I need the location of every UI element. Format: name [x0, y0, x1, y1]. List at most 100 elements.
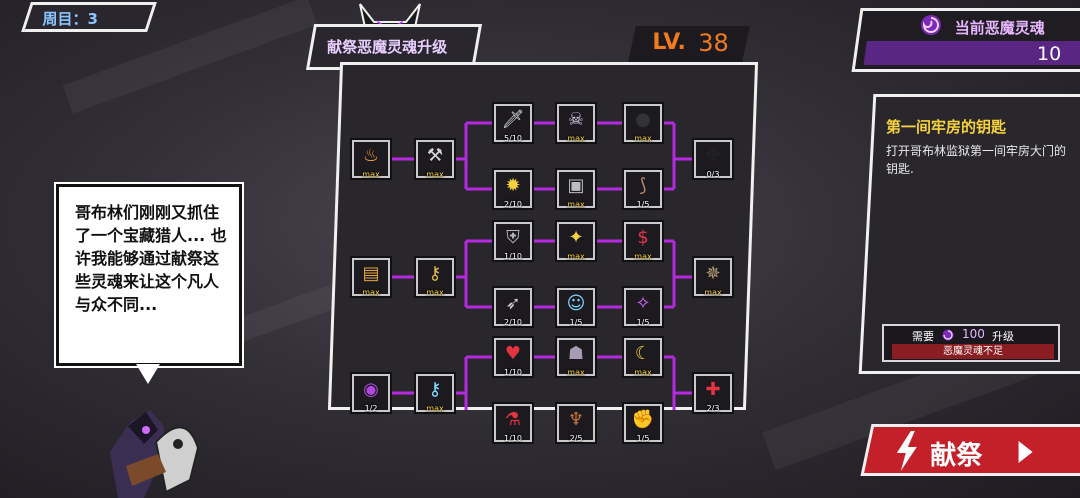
- level-value: 38: [698, 29, 729, 57]
- skill-node[interactable]: ✊ 1/5: [624, 404, 662, 443]
- skill-node-level: max: [567, 252, 585, 261]
- skeleton-knight-icon: ☠: [567, 109, 585, 130]
- skill-node[interactable]: ⟆ 1/5: [624, 170, 662, 209]
- skill-node-level: 2/10: [504, 318, 522, 327]
- skill-node-level: 1/5: [636, 434, 650, 443]
- compass-icon: ✵: [705, 263, 721, 284]
- skill-node[interactable]: ▤max: [352, 258, 390, 297]
- skill-node-level: 2/3: [706, 404, 720, 413]
- reaper-icon: ☗: [567, 343, 585, 364]
- panel-title: 献祭恶魔灵魂升级: [327, 38, 448, 56]
- battle-axe-icon: ⚒: [426, 145, 444, 166]
- soul-title: 当前恶魔灵魂: [954, 19, 1045, 37]
- level-indicator: LV. 38: [628, 26, 750, 62]
- skill-node-level: 1/10: [504, 434, 522, 443]
- skill-node[interactable]: ⚒ max: [416, 140, 454, 179]
- skill-node[interactable]: ⚷ max: [416, 374, 454, 413]
- skill-node[interactable]: ◉1/2: [352, 374, 390, 413]
- skill-node-level: max: [634, 368, 652, 377]
- hooded-goblin-character-icon: [110, 410, 200, 498]
- skill-node[interactable]: ✹ 2/10: [494, 170, 532, 209]
- ghost-icon: ☺: [566, 293, 586, 314]
- skill-node[interactable]: ☠ max: [557, 104, 595, 143]
- bomb-icon: ●: [635, 109, 651, 130]
- demon-soul-icon: [921, 15, 941, 35]
- magic-key-icon: ⚷: [428, 379, 442, 400]
- skill-node[interactable]: ✚ 2/3: [694, 374, 732, 413]
- skill-node-level: max: [426, 404, 444, 413]
- banana-icon: ☾: [634, 343, 652, 364]
- skill-node[interactable]: ▣ max: [557, 170, 595, 209]
- cauldron-icon: ◉: [363, 379, 379, 400]
- skill-node-level: max: [362, 288, 380, 297]
- skill-node[interactable]: ⚗ 1/10: [494, 404, 532, 443]
- need-label: 需要: [912, 330, 934, 343]
- purple-flame-icon: ✧: [635, 293, 651, 314]
- skill-node-level: max: [634, 252, 652, 261]
- skill-node-level: max: [426, 288, 444, 297]
- cost-amount: 100: [962, 327, 985, 341]
- round-badge: 周目：3: [21, 2, 157, 32]
- skill-node[interactable]: ☺ 1/5: [557, 288, 595, 327]
- sale-tag-icon: $: [637, 227, 649, 248]
- shield-up-icon: ⛨: [506, 227, 520, 248]
- skill-node-level: 0/3: [706, 170, 720, 179]
- skill-node[interactable]: 🗡5/10: [494, 104, 532, 143]
- skill-node[interactable]: ➶ 2/10: [494, 288, 532, 327]
- skill-node[interactable]: ☗ max: [557, 338, 595, 377]
- speech-bubble-tail: [136, 364, 160, 384]
- heart-up-icon: ♥: [504, 343, 522, 364]
- skill-node-level: max: [567, 134, 585, 143]
- skill-node-level: 1/5: [636, 200, 650, 209]
- wings-icon: ✥: [705, 145, 721, 166]
- soul-counter-panel: 当前恶魔灵魂 10: [851, 8, 1080, 72]
- speech-bubble: 哥布林们刚刚又抓住了一个宝藏猎人... 也许我能够通过献祭这些灵魂来让这个凡人与…: [56, 184, 242, 366]
- skill-node[interactable]: ✧ 1/5: [624, 288, 662, 327]
- winged-boot-icon: ➶: [505, 293, 521, 314]
- skill-node[interactable]: ♆ 2/5: [557, 404, 595, 443]
- upgrade-label: 升级: [992, 330, 1014, 343]
- skill-node[interactable]: ⛨ 1/10: [494, 222, 532, 261]
- skill-node-level: 2/10: [504, 200, 522, 209]
- skill-node-level: max: [567, 200, 585, 209]
- skill-node-level: max: [362, 170, 380, 179]
- muscle-arm-icon: ✊: [631, 409, 655, 430]
- skill-node[interactable]: ✥ 0/3: [694, 140, 732, 179]
- demon-soul-icon: [942, 329, 954, 341]
- skill-node-level: max: [567, 368, 585, 377]
- key-icon: ⚷: [428, 263, 442, 284]
- meat-icon: ♆: [567, 409, 585, 430]
- skill-node[interactable]: ⚷ max: [416, 258, 454, 297]
- skill-node-level: max: [704, 288, 722, 297]
- upgrade-cost-box: 需要 100 升级 恶魔灵魂不足: [882, 324, 1060, 362]
- dialog-text: 哥布林们刚刚又抓住了一个宝藏猎人... 也许我能够通过献祭这些灵魂来让这个凡人与…: [75, 203, 227, 314]
- skill-node[interactable]: ●max: [624, 104, 662, 143]
- soul-count: 10: [1037, 43, 1062, 65]
- gold-chest-icon: ✦: [568, 227, 584, 248]
- insufficient-souls-warning: 恶魔灵魂不足: [892, 344, 1054, 359]
- skill-node[interactable]: $ max: [624, 222, 662, 261]
- skill-node-level: 1/5: [636, 318, 650, 327]
- skill-node[interactable]: ✦ max: [557, 222, 595, 261]
- skill-node[interactable]: ♥1/10: [494, 338, 532, 377]
- lightning-bolt-icon: [896, 431, 917, 471]
- skill-node-level: 2/5: [569, 434, 583, 443]
- skill-node-level: 1/5: [569, 318, 583, 327]
- potion-icon: ⚗: [504, 409, 522, 430]
- skill-node[interactable]: ♨ max: [352, 140, 390, 179]
- item-description: 打开哥布林监狱第一间牢房大门的钥匙.: [886, 144, 1067, 176]
- skill-node-level: max: [426, 170, 444, 179]
- sun-gear-up-icon: ✹: [505, 175, 521, 196]
- round-label: 周目：3: [42, 10, 98, 28]
- horn-icon: ⟆: [639, 175, 647, 196]
- armor-icon: ▣: [567, 175, 585, 196]
- sacrifice-button-label: 献祭: [930, 441, 983, 471]
- red-cross-icon: ✚: [705, 379, 721, 400]
- skill-node[interactable]: ✵ max: [694, 258, 732, 297]
- sacrifice-button[interactable]: 献祭: [860, 424, 1080, 476]
- cauldron-fire-icon: ♨: [362, 145, 380, 166]
- skill-node-level: 1/10: [504, 252, 522, 261]
- item-name: 第一间牢房的钥匙: [886, 118, 1007, 136]
- skill-node[interactable]: ☾ max: [624, 338, 662, 377]
